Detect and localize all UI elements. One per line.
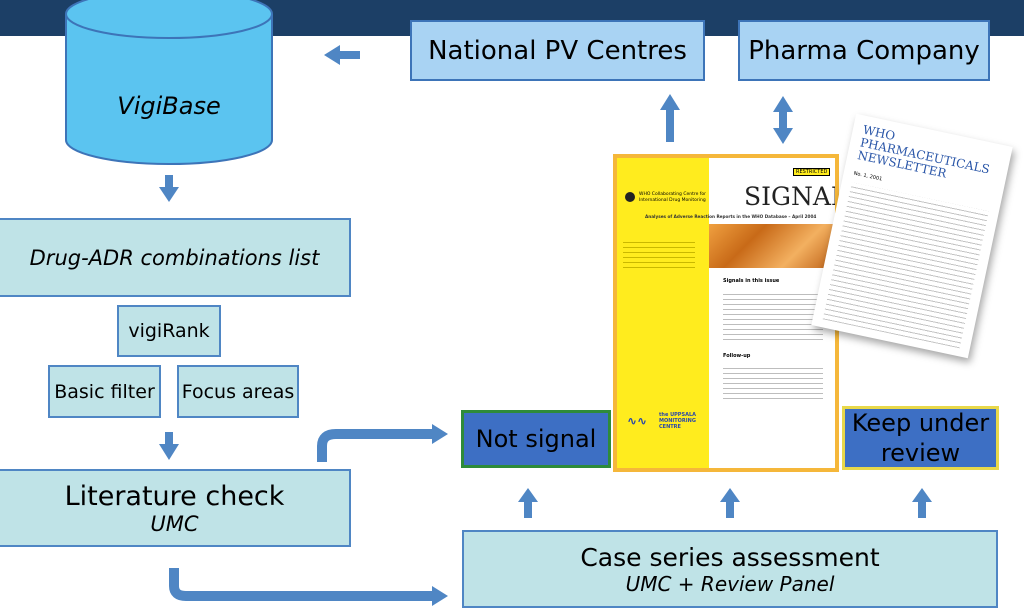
restricted-badge: RESTRICTED — [793, 168, 831, 176]
signal-org-line1: WHO Collaborating Centre for — [639, 192, 706, 197]
signal-left-lines — [623, 238, 695, 268]
drug-adr-list-box: Drug-ADR combinations list — [0, 218, 351, 297]
case-series-sub: UMC + Review Panel — [625, 571, 835, 596]
arrow-literature-to-case-series — [169, 568, 448, 606]
arrow-to-vigibase — [324, 45, 360, 65]
signal-title: SIGNAL — [744, 182, 839, 211]
umc-line1: the UPPSALA — [659, 412, 696, 418]
vigirank-box: vigiRank — [117, 305, 221, 357]
focus-areas-box: Focus areas — [177, 365, 299, 418]
signal-issue-heading: Signals in this issue — [723, 278, 780, 284]
literature-check-sub: UMC — [150, 511, 199, 536]
newsletter-text-lines — [822, 182, 989, 349]
signal-followup-lines — [723, 364, 823, 400]
literature-check-title: Literature check — [64, 480, 285, 512]
arrow-literature-to-not-signal — [317, 424, 448, 462]
national-pv-centres-box: National PV Centres — [410, 20, 705, 81]
not-signal-box: Not signal — [461, 410, 611, 468]
signal-followup-heading: Follow-up — [723, 353, 751, 359]
case-series-title: Case series assessment — [580, 542, 880, 572]
umc-line2: MONITORING — [659, 418, 696, 424]
newsletter-issue: No. 1, 2001 — [853, 170, 883, 183]
arrow-up-signal — [720, 488, 740, 518]
basic-filter-box: Basic filter — [48, 365, 161, 418]
signal-org: WHO Collaborating Centre for Internation… — [639, 192, 706, 204]
signal-org-line2: International Drug Monitoring — [639, 197, 706, 203]
who-emblem-icon — [625, 192, 635, 202]
case-series-box: Case series assessment UMC + Review Pane… — [462, 530, 998, 608]
umc-logo-text: the UPPSALA MONITORING CENTRE — [659, 412, 696, 430]
arrow-up-keep-review — [912, 488, 932, 518]
signal-subtitle: Analyses of Adverse Reaction Reports in … — [645, 214, 817, 219]
literature-check-box: Literature check UMC — [0, 469, 351, 547]
pharma-company-box: Pharma Company — [738, 20, 990, 81]
umc-line3: CENTRE — [659, 424, 681, 430]
arrow-up-not-signal — [518, 488, 538, 518]
arrow-filters-down — [159, 432, 179, 460]
keep-under-review-box: Keep under review — [842, 406, 999, 470]
signal-document: RESTRICTED WHO Collaborating Centre for … — [613, 154, 839, 472]
umc-logo-icon: ∿∿ — [627, 414, 648, 428]
vigibase-label: VigiBase — [117, 92, 221, 120]
signal-sand-image — [709, 224, 835, 268]
arrow-up-national-pv — [660, 94, 680, 142]
signal-issue-lines — [723, 290, 823, 344]
arrow-double-pharma — [773, 96, 793, 144]
arrow-vigibase-down — [159, 175, 179, 202]
